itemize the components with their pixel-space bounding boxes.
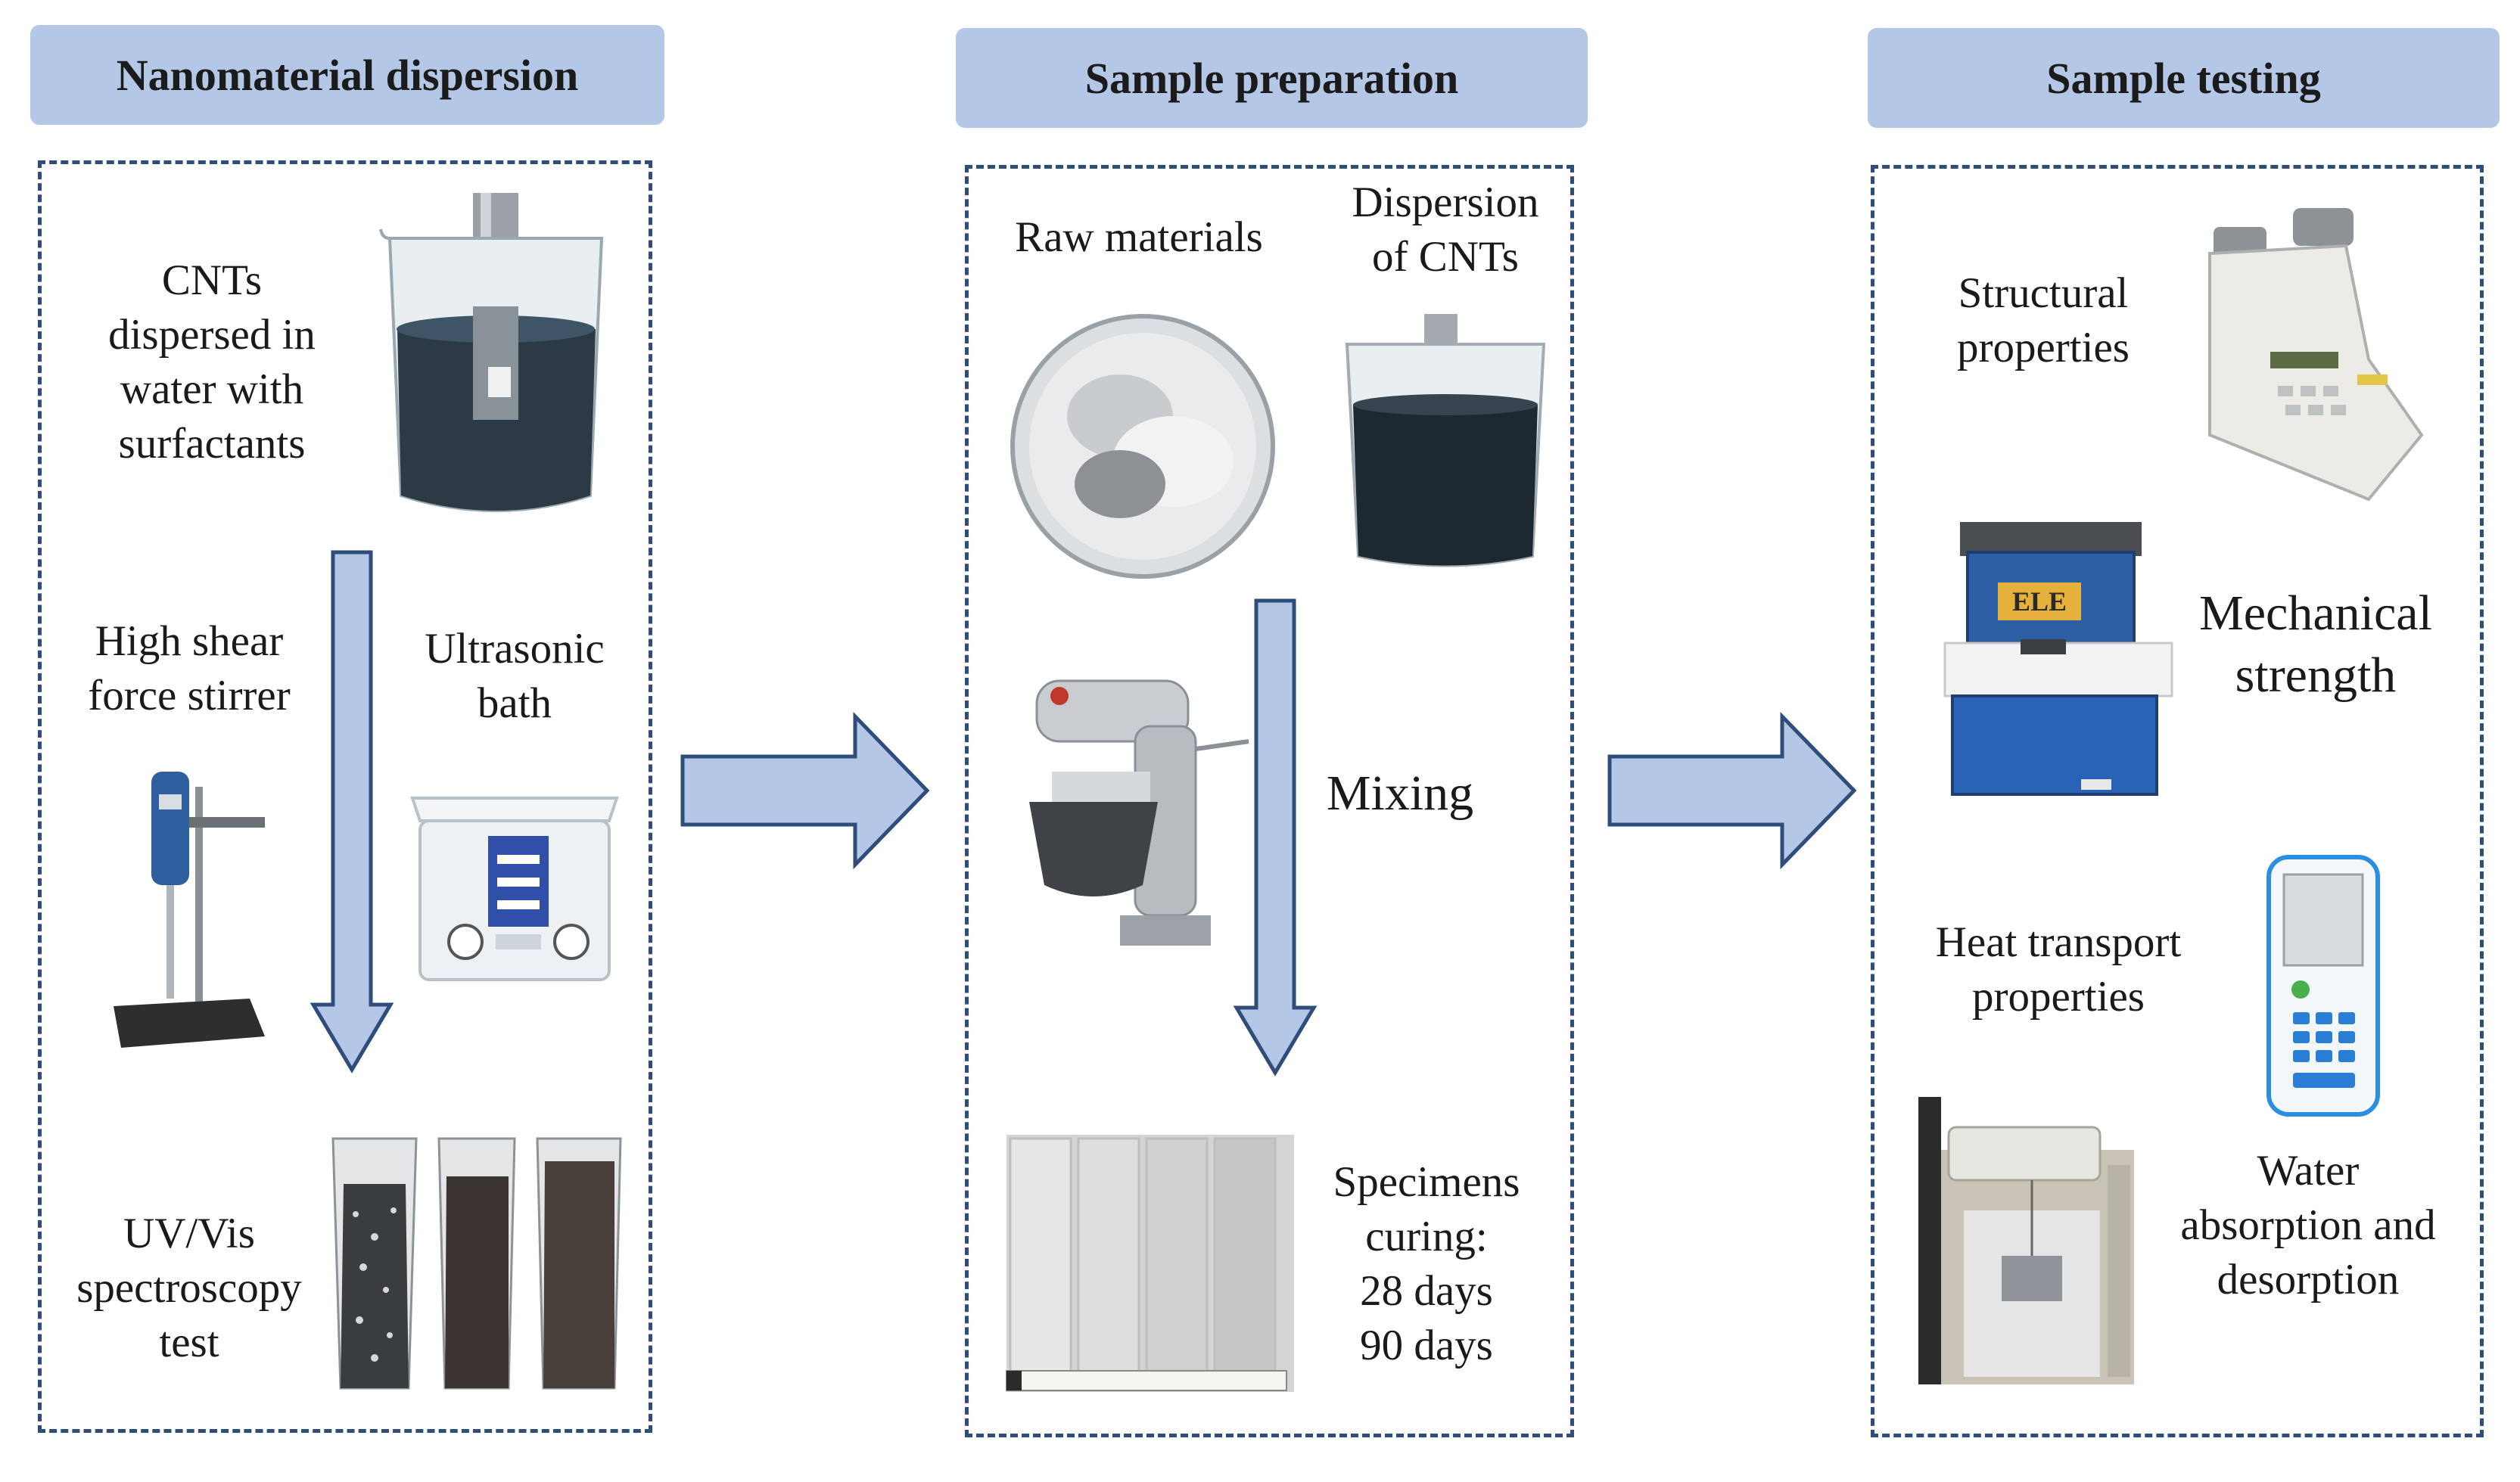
panel-testing bbox=[1871, 165, 2484, 1437]
specimens-image bbox=[1006, 1135, 1294, 1392]
label-uv-vis-test: UV/Vis spectroscopy test bbox=[76, 1210, 302, 1366]
label-cnts-dispersed: CNTs dispersed in water with surfactants bbox=[108, 256, 316, 468]
water-absorption-setup-image bbox=[1918, 1097, 2134, 1384]
cuvettes-image bbox=[331, 1137, 622, 1390]
label-heat-transport-properties: Heat transport properties bbox=[1935, 918, 2182, 1021]
label-specimens-curing: Specimens curing: 28 days 90 days bbox=[1333, 1158, 1520, 1369]
flow-arrow-2 bbox=[1607, 711, 1857, 870]
high-shear-stirrer-image bbox=[114, 772, 265, 1048]
label-high-shear-stirrer: High shear force stirrer bbox=[88, 617, 291, 719]
ultrasonic-bath-image bbox=[410, 797, 619, 981]
label-mechanical-strength: Mechanical strength bbox=[2199, 586, 2432, 703]
press-brand-text: ELE bbox=[2012, 586, 2067, 617]
label-ultrasonic-bath: Ultrasonic bath bbox=[425, 625, 605, 727]
label-raw-materials: Raw materials bbox=[1015, 213, 1263, 261]
heat-transport-meter-image bbox=[2266, 855, 2380, 1117]
header-sample-preparation: Sample preparation bbox=[956, 28, 1588, 128]
mixer-image bbox=[1029, 679, 1249, 946]
beaker-sonicator-image bbox=[379, 193, 604, 512]
cnt-beaker-image bbox=[1345, 314, 1546, 567]
structural-device-image bbox=[2208, 208, 2424, 502]
flow-arrow-1 bbox=[680, 711, 930, 870]
header-nanomaterial-dispersion: Nanomaterial dispersion bbox=[30, 25, 664, 125]
raw-materials-dish-image bbox=[1010, 314, 1275, 579]
down-arrow-mixing bbox=[1233, 598, 1318, 1077]
panel-preparation bbox=[965, 165, 1574, 1437]
compression-press-image: ELE bbox=[1943, 522, 2173, 796]
panel-dispersion bbox=[38, 160, 652, 1433]
header-sample-testing: Sample testing bbox=[1868, 28, 2500, 128]
label-structural-properties: Structural properties bbox=[1957, 269, 2130, 371]
label-water-absorption-desorption: Water absorption and desorption bbox=[2180, 1147, 2436, 1303]
label-dispersion-of-cnts: Dispersion of CNTs bbox=[1352, 179, 1539, 281]
label-mixing: Mixing bbox=[1326, 766, 1474, 821]
down-arrow-dispersion bbox=[310, 550, 394, 1073]
